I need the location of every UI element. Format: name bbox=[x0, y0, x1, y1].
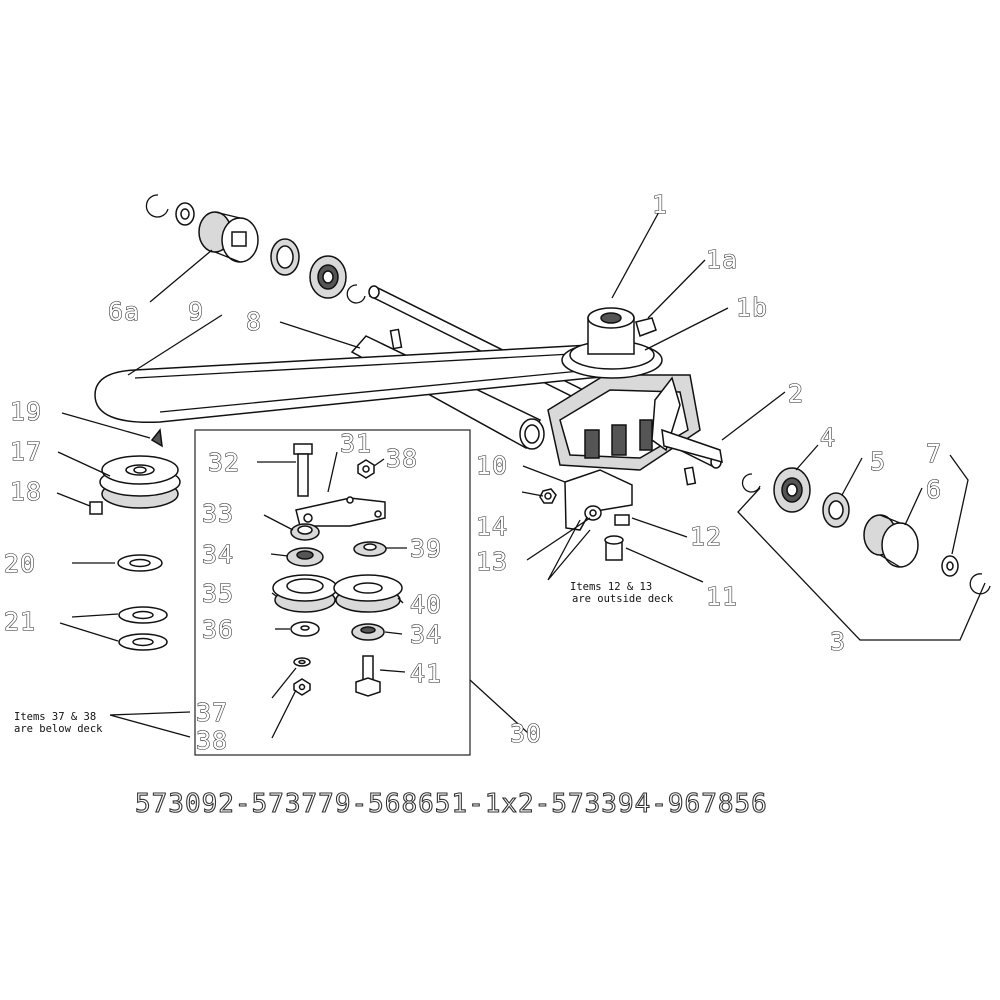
bearing-4 bbox=[773, 467, 811, 513]
label-40: 40 bbox=[410, 590, 442, 619]
nut-38-bottom bbox=[293, 678, 311, 696]
pulley-40 bbox=[333, 574, 403, 613]
nut-38-top bbox=[357, 459, 375, 479]
bracket-10 bbox=[564, 469, 633, 531]
washer-21b bbox=[118, 633, 168, 651]
label-1b: 1b bbox=[736, 293, 768, 322]
label-7: 7 bbox=[926, 439, 942, 468]
nut-14 bbox=[539, 488, 557, 504]
label-11: 11 bbox=[706, 582, 738, 611]
bolt-32 bbox=[293, 443, 313, 497]
snap-ring-left-b bbox=[346, 284, 366, 304]
label-38-bottom: 38 bbox=[196, 726, 228, 755]
label-34-left: 34 bbox=[202, 540, 234, 569]
washer-7 bbox=[941, 555, 959, 577]
bearing-34-right bbox=[351, 623, 385, 641]
label-2: 2 bbox=[788, 379, 804, 408]
label-18: 18 bbox=[10, 477, 42, 506]
label-30: 30 bbox=[510, 719, 542, 748]
label-34-right: 34 bbox=[410, 620, 442, 649]
bolt-11 bbox=[604, 535, 624, 561]
note-below-deck-line2: are below deck bbox=[14, 723, 103, 735]
label-4: 4 bbox=[820, 423, 836, 452]
label-39: 39 bbox=[410, 534, 442, 563]
label-37: 37 bbox=[196, 698, 228, 727]
label-32: 32 bbox=[208, 448, 240, 477]
label-6: 6 bbox=[926, 475, 942, 504]
label-1: 1 bbox=[652, 190, 668, 219]
pulley-17 bbox=[99, 455, 181, 509]
label-5: 5 bbox=[870, 447, 886, 476]
label-12: 12 bbox=[690, 522, 722, 551]
label-35: 35 bbox=[202, 579, 234, 608]
label-19: 19 bbox=[10, 397, 42, 426]
idler-arm-31 bbox=[295, 496, 386, 527]
bearing-left-a bbox=[270, 238, 300, 276]
gear-6a bbox=[198, 211, 259, 263]
snap-ring-right-b bbox=[969, 573, 991, 595]
idler-assembly-box bbox=[194, 429, 471, 756]
label-3: 3 bbox=[830, 627, 846, 656]
bolt-41 bbox=[355, 655, 381, 697]
part-number-string: 573092-573779-568651-1x2-573394-967856 bbox=[135, 789, 768, 819]
bearing-34-left bbox=[286, 547, 324, 567]
note-outside-deck-line2: are outside deck bbox=[572, 593, 674, 605]
label-31: 31 bbox=[340, 429, 372, 458]
label-1a: 1a bbox=[706, 245, 738, 274]
gearbox-1 bbox=[547, 307, 723, 471]
label-33: 33 bbox=[202, 499, 234, 528]
washer-37 bbox=[293, 657, 311, 667]
bolt-12 bbox=[614, 514, 630, 526]
label-9: 9 bbox=[188, 297, 204, 326]
spacer-39 bbox=[353, 541, 387, 557]
label-21: 21 bbox=[4, 607, 36, 636]
washer-left bbox=[175, 202, 195, 226]
note-below-deck-line1: Items 37 & 38 bbox=[14, 711, 96, 723]
label-41: 41 bbox=[410, 659, 442, 688]
gear-6 bbox=[863, 514, 919, 568]
bearing-left-b bbox=[309, 255, 347, 299]
label-20: 20 bbox=[4, 549, 36, 578]
washer-20 bbox=[117, 554, 163, 572]
pulley-35 bbox=[272, 574, 338, 613]
snap-ring-right-a bbox=[741, 473, 761, 493]
leader-lines bbox=[56, 209, 986, 739]
key-19 bbox=[150, 428, 163, 448]
bushing-33 bbox=[290, 523, 320, 541]
label-6a: 6a bbox=[108, 297, 140, 326]
label-36: 36 bbox=[202, 615, 234, 644]
label-10: 10 bbox=[476, 451, 508, 480]
label-17: 17 bbox=[10, 437, 42, 466]
spacer-36 bbox=[290, 621, 320, 637]
snap-ring-left bbox=[145, 194, 169, 218]
label-8: 8 bbox=[246, 307, 262, 336]
washer-13 bbox=[584, 505, 602, 521]
label-13: 13 bbox=[476, 547, 508, 576]
spacer-5 bbox=[822, 492, 850, 528]
label-14: 14 bbox=[476, 512, 508, 541]
label-38-top: 38 bbox=[386, 444, 418, 473]
note-outside-deck-line1: Items 12 & 13 bbox=[570, 581, 652, 593]
washer-21a bbox=[118, 606, 168, 624]
setscrew-18 bbox=[89, 501, 103, 515]
